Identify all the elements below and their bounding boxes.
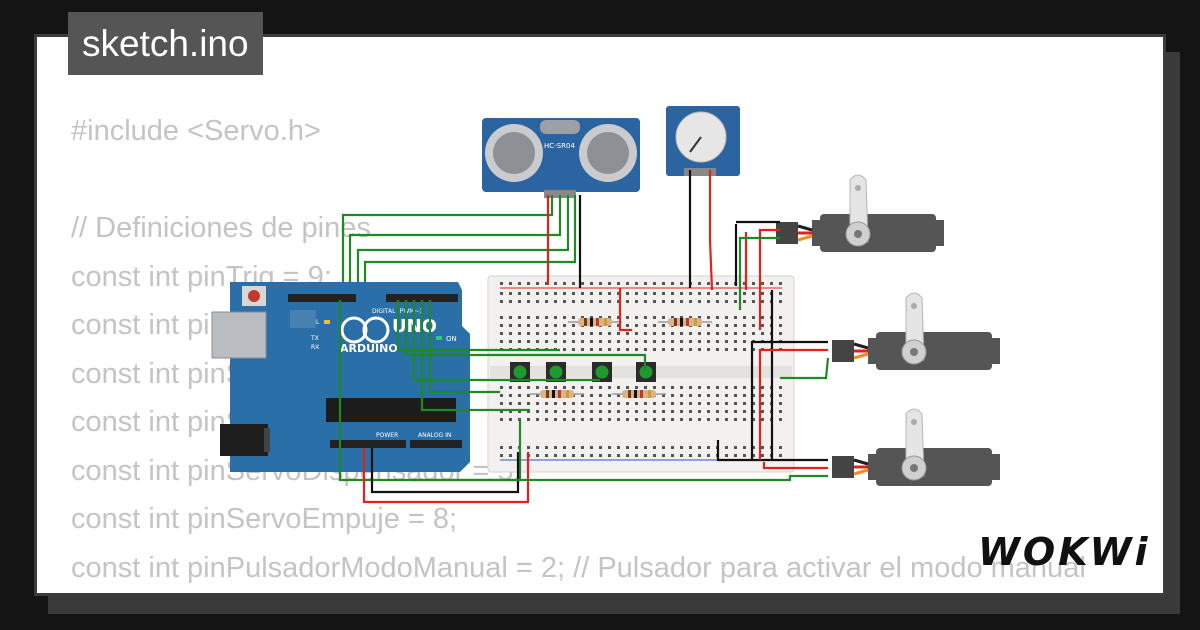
resistor[interactable] [612,390,666,398]
push-button[interactable] [636,362,656,382]
code-line: const int pinServoEmpuje = 8; [71,503,458,535]
sketch-title: sketch.ino [68,12,263,75]
arduino-brand-label: ARDUINO [340,342,398,355]
code-line: const int pinPulsadorModoManual = 2; // … [71,551,1086,584]
push-button[interactable] [592,362,612,382]
led-on-label: ON [446,335,457,343]
resistor[interactable] [530,390,584,398]
arduino-power-label: POWER [376,432,398,439]
code-line: #include <Servo.h> [71,115,321,147]
arduino-analog-label: ANALOG IN [418,432,451,439]
resistor[interactable] [568,318,622,326]
wokwi-logo: WOKWi [978,530,1151,574]
servo-motor[interactable] [832,408,1000,486]
led-tx-label: TX [310,335,319,342]
push-button[interactable] [510,362,530,382]
sensor-label: HC-SR04 [544,142,575,150]
potentiometer[interactable] [666,106,740,176]
led-rx-label: RX [311,344,319,351]
hc-sr04-sensor[interactable]: HC-SR04 [482,118,640,198]
code-line: const int pinTrig = 9; [71,260,332,293]
servo-motor[interactable] [832,292,1000,370]
servo-motor[interactable] [776,174,944,252]
resistor[interactable] [658,318,712,326]
wires [338,170,830,504]
led-l-label: L [316,319,320,326]
code-line: // Definiciones de pines [71,212,371,244]
push-button[interactable] [546,362,566,382]
